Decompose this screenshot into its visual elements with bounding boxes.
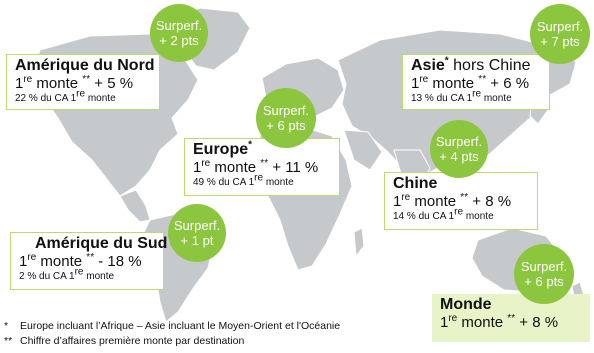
region-box-north-america: Amérique du Nord 1re monte ** + 5 % 22 %… [6,54,160,110]
growth-value: + 6 % [490,75,530,92]
region-name: Chine [393,175,438,192]
outperformance-bubble-china: Surperf. + 4 pts [430,120,488,178]
growth-value: + 5 % [94,75,134,92]
region-name: Amérique du Sud [35,235,168,252]
outperformance-bubble-north-america: Surperf. + 2 pts [150,4,208,62]
growth-value: + 8 % [472,193,512,210]
first-mount-growth: 1re monte ** + 6 % [411,74,530,93]
revenue-share: 13 % du CA 1re monte [411,88,512,104]
first-mount-growth: 1re monte ** + 5 % [15,74,134,93]
growth-value: + 8 % [519,314,559,331]
region-box-china: Chine 1re monte ** + 8 % 14 % du CA 1re … [384,172,538,230]
footnotes: *Europe incluant l’Afrique – Asie inclua… [4,319,340,349]
revenue-share: 2 % du CA 1re monte [19,266,115,282]
region-name: Europe* [193,139,253,158]
region-box-asia: Asie* hors Chine 1re monte ** + 6 % 13 %… [402,54,550,110]
region-box-europe: Europe* 1re monte ** + 11 % 49 % du CA 1… [184,138,340,196]
region-name: Monde [440,296,492,313]
region-box-world: Monde 1re monte ** + 8 % [432,294,590,342]
first-mount-growth: 1re monte ** + 8 % [440,313,559,332]
region-name: Amérique du Nord [15,57,155,74]
outperformance-bubble-asia: Surperf. + 7 pts [530,4,590,64]
footnote-revenue: **Chiffre d’affaires première monte par … [4,335,245,347]
arabia-shape [343,129,383,171]
growth-value: - 18 % [98,253,142,270]
region-name: Asie* hors Chine [411,55,531,74]
revenue-share: 49 % du CA 1re monte [193,172,294,188]
first-mount-growth: 1re monte ** - 18 % [19,252,142,271]
region-box-south-america: Amérique du Sud 1re monte ** - 18 % 2 % … [10,232,168,290]
outperformance-bubble-europe: Surperf. + 6 pts [256,88,316,148]
first-mount-growth: 1re monte ** + 11 % [193,158,319,177]
growth-value: + 11 % [272,159,319,176]
central-america-shape [119,189,151,223]
first-mount-growth: 1re monte ** + 8 % [393,192,512,211]
outperformance-bubble-south-america: Surperf. + 1 pt [168,204,226,262]
outperformance-bubble-world: Surperf. + 6 pts [514,244,574,304]
madagascar-shape [353,227,365,258]
revenue-share: 22 % du CA 1re monte [15,88,116,104]
footnote-regions: *Europe incluant l’Afrique – Asie inclua… [4,320,341,332]
revenue-share: 14 % du CA 1re monte [393,206,494,222]
